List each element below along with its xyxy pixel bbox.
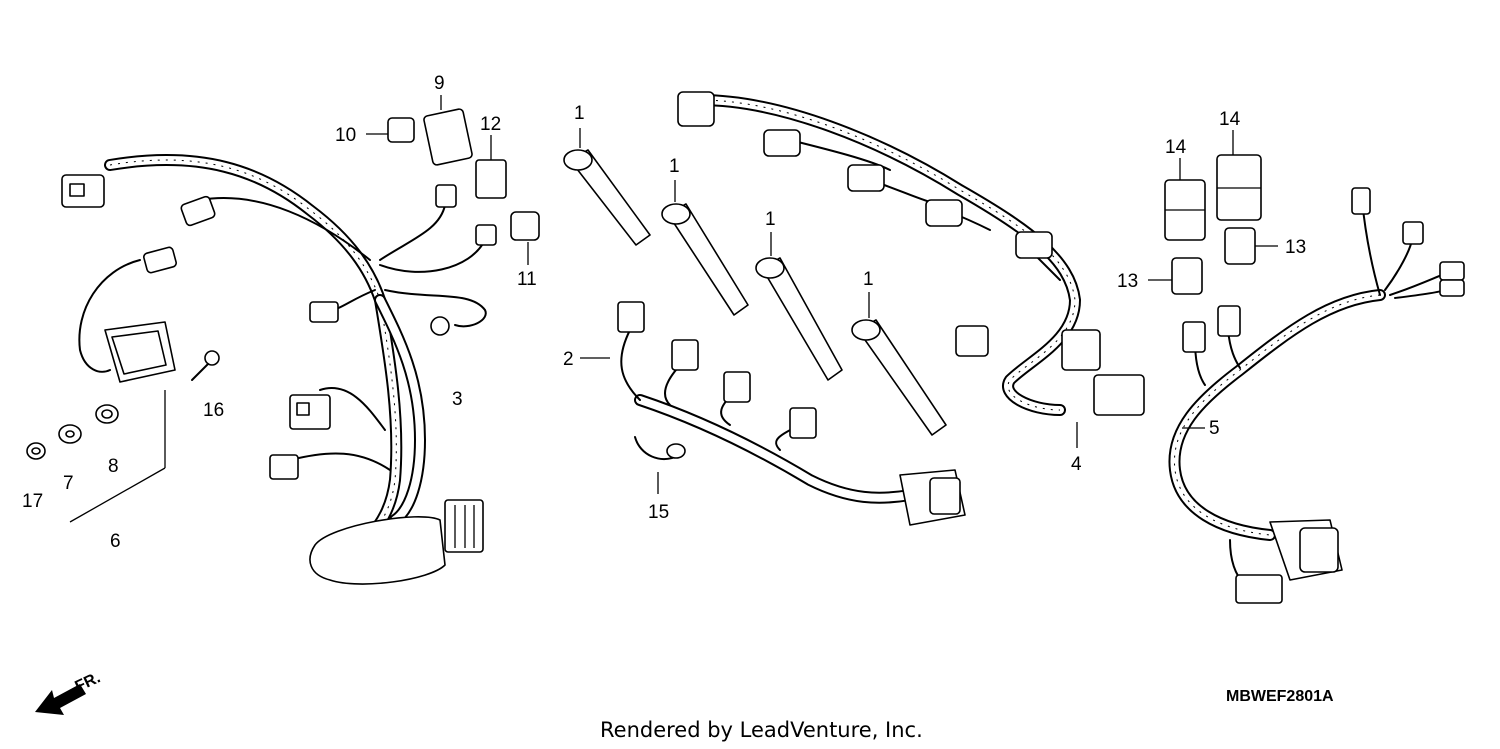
front-marker-label: FR. — [73, 669, 104, 695]
front-arrow-icon: FR. — [35, 669, 103, 715]
part-1-ignition-coil-c[interactable] — [755, 232, 843, 381]
callout-1-b: 1 — [669, 156, 680, 177]
callout-1-d: 1 — [863, 269, 874, 290]
part-17-nut[interactable] — [26, 442, 46, 460]
callout-12: 12 — [480, 114, 501, 135]
part-16-screw[interactable] — [191, 350, 220, 381]
callout-14-b: 14 — [1219, 109, 1241, 130]
callout-15: 15 — [648, 502, 669, 523]
callout-9: 9 — [434, 73, 445, 94]
part-5-harness[interactable] — [1168, 187, 1465, 604]
part-11-cap[interactable] — [510, 211, 540, 265]
part-1-ignition-coil-a[interactable] — [563, 128, 651, 246]
callout-10: 10 — [335, 125, 356, 146]
part-15-clamp[interactable] — [634, 436, 686, 494]
part-10-clip[interactable] — [366, 117, 415, 143]
callout-11: 11 — [517, 269, 537, 290]
credit-text: Rendered by LeadVenture, Inc. — [600, 718, 923, 742]
callout-5: 5 — [1209, 418, 1220, 439]
diagram-code: MBWEF2801A — [1226, 688, 1334, 705]
callout-13-b: 13 — [1285, 237, 1306, 258]
callout-13-a: 13 — [1117, 271, 1138, 292]
callout-3: 3 — [452, 389, 463, 410]
callout-8: 8 — [108, 456, 119, 477]
callout-6: 6 — [110, 531, 121, 552]
part-3-main-harness[interactable] — [61, 154, 497, 585]
callout-1-a: 1 — [574, 103, 585, 124]
part-9-relay[interactable] — [423, 95, 473, 166]
callout-14-a: 14 — [1165, 137, 1187, 158]
part-13-relay-left[interactable] — [1148, 257, 1203, 295]
part-1-ignition-coil-d[interactable] — [851, 292, 947, 436]
part-7-collar[interactable] — [58, 424, 82, 444]
part-1-ignition-coil-b[interactable] — [661, 180, 749, 316]
part-2-sub-harness[interactable] — [580, 301, 966, 526]
part-8-grommet[interactable] — [95, 404, 119, 424]
callout-7: 7 — [63, 473, 74, 494]
callout-4: 4 — [1071, 454, 1082, 475]
callout-17: 17 — [22, 491, 43, 512]
callout-16: 16 — [203, 400, 224, 421]
part-4-harness[interactable] — [677, 91, 1145, 448]
part-12-relay[interactable] — [475, 135, 507, 199]
part-6-unit-assembly[interactable] — [69, 246, 177, 523]
callout-2: 2 — [563, 349, 574, 370]
part-14-relay-left[interactable] — [1164, 158, 1206, 241]
part-14-relay-right[interactable] — [1216, 130, 1262, 221]
part-13-relay-right[interactable] — [1224, 227, 1278, 265]
callout-1-c: 1 — [765, 209, 776, 230]
